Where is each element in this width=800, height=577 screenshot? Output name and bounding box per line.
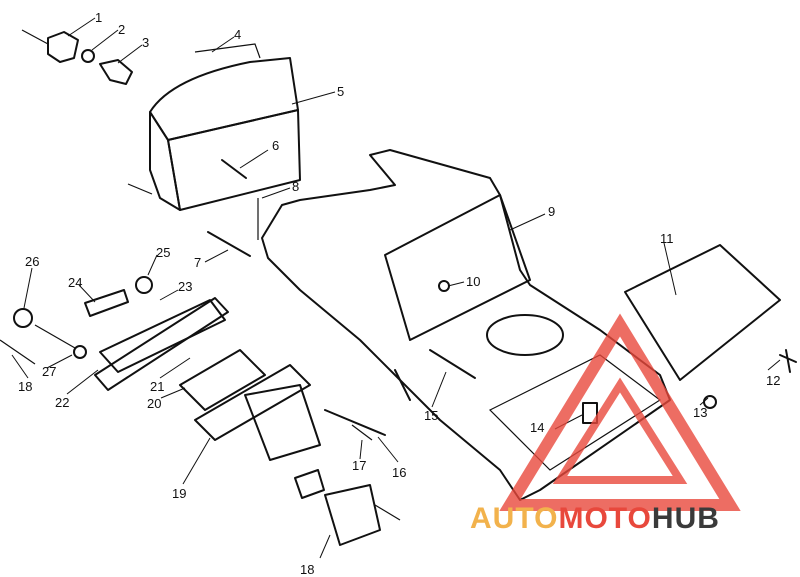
console-part	[261, 149, 671, 501]
fastener-part	[438, 280, 450, 292]
callout-16: 16	[392, 465, 406, 480]
console-outline	[261, 149, 671, 501]
watermark-triangle-logo	[499, 313, 741, 511]
bulb-part	[99, 59, 133, 85]
rubber-grommet-part	[135, 276, 153, 294]
switch-cover-part	[244, 384, 321, 461]
bolt-part	[429, 349, 476, 379]
callout-24: 24	[68, 275, 82, 290]
spring-part	[221, 159, 247, 179]
callout-15: 15	[424, 408, 438, 423]
callout-2: 2	[118, 22, 125, 37]
console-cup-recess	[486, 314, 564, 356]
clip-part	[582, 402, 598, 424]
callout-26: 26	[25, 254, 39, 269]
watermark-moto: MOTO	[558, 502, 651, 535]
callout-6: 6	[272, 138, 279, 153]
callout-27: 27	[42, 364, 56, 379]
callout-1: 1	[95, 10, 102, 25]
mount-tab	[127, 183, 153, 195]
callout-3: 3	[142, 35, 149, 50]
callout-12: 12	[766, 373, 780, 388]
spring-part-lower	[207, 231, 251, 257]
wire-clip-part	[194, 43, 261, 59]
key-part	[779, 349, 797, 373]
callout-19: 19	[172, 486, 186, 501]
callout-25: 25	[156, 245, 170, 260]
callout-20: 20	[147, 396, 161, 411]
callout-13: 13	[693, 405, 707, 420]
watermark-inner-triangle	[552, 377, 688, 484]
switch-panel-assembly	[0, 276, 401, 546]
callout-11: 11	[660, 231, 674, 246]
callout-18-left: 18	[18, 379, 32, 394]
callout-9: 9	[548, 204, 555, 219]
connector-housing-part	[324, 484, 381, 546]
bulb-socket-part	[47, 31, 79, 63]
callout-7: 7	[194, 255, 201, 270]
callout-4: 4	[234, 27, 241, 42]
socket-wire	[21, 29, 49, 45]
callout-22: 22	[55, 395, 69, 410]
callout-5: 5	[337, 84, 344, 99]
decal-part	[84, 289, 129, 317]
retainer-ring-part	[81, 49, 95, 63]
callout-labels: 1 2 3 4 5 6 7 8 9 10 11 12 13 14 15 16 1…	[18, 10, 780, 577]
headlight-housing-front	[167, 109, 301, 211]
callout-8: 8	[292, 179, 299, 194]
switch-block-part	[179, 349, 266, 411]
switch-plate-part	[99, 299, 226, 373]
headlight-housing-top	[149, 57, 299, 141]
toggle-switch-part	[324, 409, 386, 436]
watermark-text: AUTOMOTOHUB	[470, 502, 720, 535]
callout-17: 17	[352, 458, 366, 473]
ignition-nut-part	[73, 345, 87, 359]
connector-wire	[374, 504, 401, 521]
watermark-hub: HUB	[652, 502, 720, 535]
callout-21: 21	[150, 379, 164, 394]
headlight-assembly	[21, 29, 301, 257]
watermark-outer-triangle	[499, 313, 741, 511]
headlight-housing-side	[149, 111, 181, 211]
switch-bracket-part	[94, 297, 229, 391]
harness-wire	[0, 339, 36, 365]
switch-bracket-lower	[194, 364, 311, 441]
callout-14: 14	[530, 420, 544, 435]
callout-10: 10	[466, 274, 480, 289]
callout-18-bottom: 18	[300, 562, 314, 577]
callout-23: 23	[178, 279, 192, 294]
gauge-opening	[384, 194, 531, 341]
cover-plate-outline	[624, 244, 781, 381]
ignition-key-part	[34, 324, 76, 349]
connector-part	[294, 469, 325, 499]
console-bracket	[394, 369, 411, 401]
ignition-switch-part	[13, 308, 33, 328]
watermark-auto: AUTO	[470, 502, 558, 535]
switch-screw-part	[351, 424, 373, 441]
automotohub-watermark: AUTOMOTOHUB	[470, 313, 741, 535]
